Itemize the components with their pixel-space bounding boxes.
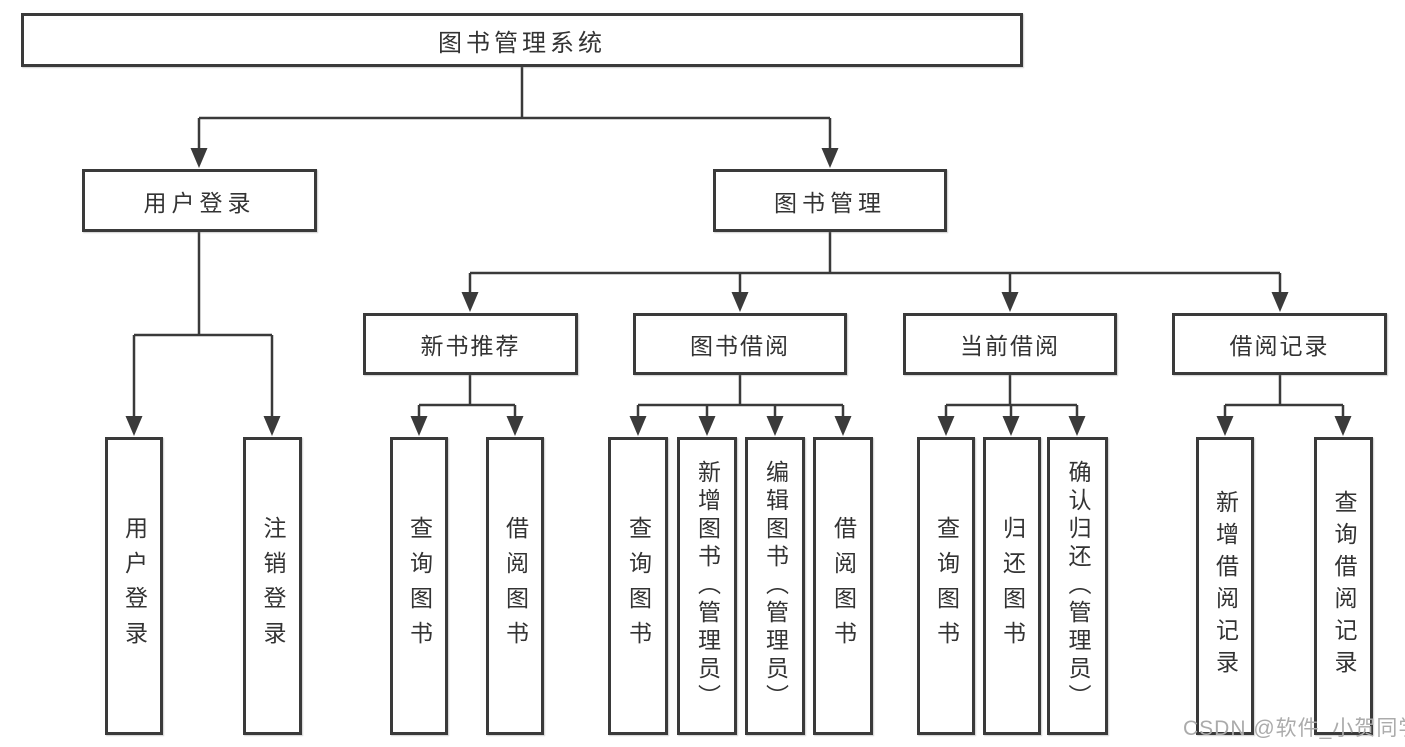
connector-group-current-borrow	[944, 375, 1079, 417]
csdn-watermark: CSDN @软件_小贺同学	[1183, 717, 1405, 740]
leaf-logout-label: 注销登录	[260, 516, 286, 656]
connector-group-user-login	[132, 232, 274, 417]
leaf-query-books-borrow: 查询图书	[608, 437, 668, 735]
leaf-add-book-admin-label: 新增图书（管理员）	[694, 460, 721, 712]
leaf-query-books-borrow-label: 查询图书	[625, 516, 652, 656]
leaf-borrow-books-recommend: 借阅图书	[486, 437, 544, 735]
node-borrow-records: 借阅记录	[1172, 313, 1387, 375]
node-user-login-label: 用户登录	[143, 189, 256, 216]
connector-group-root	[197, 67, 832, 149]
leaf-return-book: 归还图书	[983, 437, 1041, 735]
leaf-query-borrow-record-label: 查询借阅记录	[1331, 490, 1357, 682]
arrowheads-book-borrow	[629, 416, 852, 436]
leaf-borrow-books-borrow: 借阅图书	[813, 437, 873, 735]
node-book-management-label: 图书管理	[774, 189, 886, 216]
node-current-borrow: 当前借阅	[903, 313, 1117, 375]
leaf-confirm-return-admin-label: 确认归还（管理员）	[1065, 460, 1091, 712]
connector-group-new-book	[417, 375, 517, 417]
node-book-borrow: 图书借阅	[633, 313, 847, 375]
leaf-query-borrow-record: 查询借阅记录	[1314, 437, 1373, 735]
node-new-book-recommend-label: 新书推荐	[420, 333, 521, 359]
leaf-query-books-current-label: 查询图书	[933, 516, 960, 656]
arrowheads-book-management	[461, 292, 1289, 312]
connector-group-book-management	[468, 232, 1282, 293]
leaf-add-borrow-record: 新增借阅记录	[1196, 437, 1254, 735]
leaf-query-books-recommend: 查询图书	[390, 437, 448, 735]
node-book-management: 图书管理	[713, 169, 947, 232]
root-node-library-system: 图书管理系统	[21, 13, 1023, 67]
connector-group-book-borrow	[636, 375, 845, 417]
leaf-logout: 注销登录	[243, 437, 302, 735]
leaf-edit-book-admin: 编辑图书（管理员）	[745, 437, 805, 735]
node-book-borrow-label: 图书借阅	[690, 333, 790, 359]
leaf-user-login: 用户登录	[105, 437, 163, 735]
leaf-return-book-label: 归还图书	[999, 516, 1026, 656]
root-node-label: 图书管理系统	[438, 29, 606, 57]
leaf-borrow-books-borrow-label: 借阅图书	[830, 516, 857, 656]
arrowheads-current-borrow	[937, 416, 1086, 436]
leaf-user-login-label: 用户登录	[121, 516, 148, 656]
leaf-add-borrow-record-label: 新增借阅记录	[1212, 490, 1239, 682]
arrowheads-user-login	[125, 416, 281, 436]
node-new-book-recommend: 新书推荐	[363, 313, 578, 375]
leaf-edit-book-admin-label: 编辑图书（管理员）	[762, 460, 789, 712]
node-current-borrow-label: 当前借阅	[960, 333, 1060, 359]
arrowheads-root	[190, 148, 839, 168]
leaf-query-books-current: 查询图书	[917, 437, 975, 735]
leaf-borrow-books-recommend-label: 借阅图书	[502, 516, 529, 656]
leaf-add-book-admin: 新增图书（管理员）	[677, 437, 737, 735]
leaf-query-books-recommend-label: 查询图书	[406, 516, 433, 656]
node-borrow-records-label: 借阅记录	[1229, 333, 1330, 359]
arrowheads-new-book	[410, 416, 524, 436]
node-user-login: 用户登录	[82, 169, 317, 232]
leaf-confirm-return-admin: 确认归还（管理员）	[1047, 437, 1108, 735]
connector-group-borrow-records	[1223, 375, 1345, 417]
arrowheads-borrow-records	[1216, 416, 1352, 436]
